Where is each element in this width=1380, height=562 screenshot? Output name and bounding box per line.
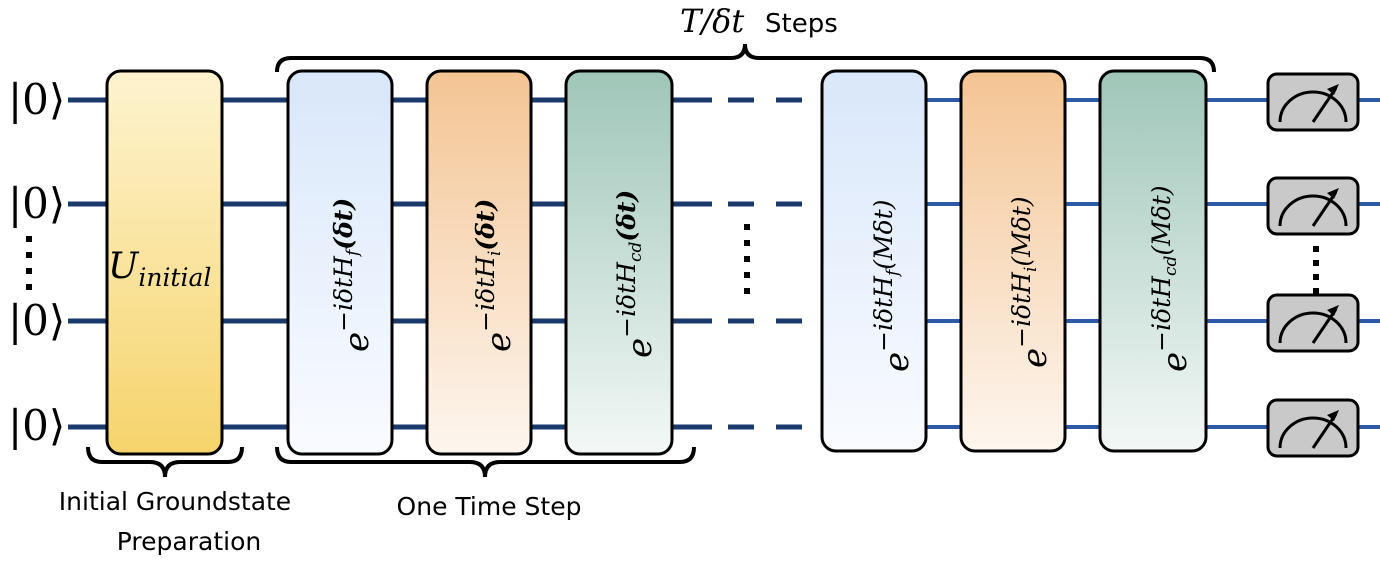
final-gate-i-arg: (Mδt) <box>1007 196 1036 266</box>
label-initial-line1: Initial Groundstate <box>59 487 291 516</box>
step-gate-i-exp: −iδtH <box>471 255 500 332</box>
meter-icon <box>1278 311 1348 344</box>
step-gate-cd-arg: (δt) <box>612 190 641 242</box>
final-gate-f-exp: −iδtH <box>869 275 898 352</box>
step-gate-cd-e: e <box>620 338 660 358</box>
step-gate-f: e−iδtHf(δt) <box>286 69 394 456</box>
bottom-brace-step <box>275 446 696 478</box>
label-one-step: One Time Step <box>397 492 582 521</box>
step-gate-i: e−iδtHi(δt) <box>425 69 533 456</box>
final-gate-cd-sub: cd <box>1161 256 1181 277</box>
svg-text:e−iδtHcd(δt): e−iδtHcd(δt) <box>612 190 660 358</box>
top-brace <box>275 43 1216 73</box>
initial-gate: Uinitial <box>105 69 224 456</box>
top-label-text: Steps <box>765 9 838 39</box>
svg-text:e−iδtHi(δt): e−iδtHi(δt) <box>471 199 519 352</box>
final-gate-cd: e−iδtHcd(Mδt) <box>1098 69 1208 453</box>
final-gate-f-arg: (Mδt) <box>869 200 898 270</box>
label-initial-line2: Preparation <box>117 527 261 556</box>
ket-2: |0⟩ <box>8 179 65 228</box>
meter-icon <box>1278 90 1348 123</box>
step-gate-cd: e−iδtHcd(δt) <box>564 69 674 456</box>
step-gate-i-arg: (δt) <box>471 199 500 251</box>
final-gate-cd-arg: (Mδt) <box>1147 185 1176 255</box>
middle-vertical-dots <box>744 224 750 294</box>
top-label-math: T/δt <box>680 2 744 40</box>
step-gate-cd-exp: −iδtH <box>612 261 641 338</box>
meter-icon <box>1278 194 1348 227</box>
measurement-1 <box>1266 72 1360 132</box>
step-gate-f-e: e <box>337 332 377 352</box>
final-gate-cd-e: e <box>1155 352 1195 372</box>
left-vertical-dots <box>26 236 32 290</box>
final-gate-cd-exp: −iδtH <box>1147 275 1176 352</box>
ket-1: |0⟩ <box>8 75 65 124</box>
final-gate-f-e: e <box>877 352 917 372</box>
final-gate-i-sub: i <box>1021 267 1041 272</box>
wires-dashed <box>728 97 822 430</box>
final-gate-f-sub: f <box>883 267 903 278</box>
step-gate-f-sub: f <box>343 247 363 258</box>
initial-gate-sub: initial <box>138 263 211 292</box>
svg-text:e−iδtHi(Mδt): e−iδtHi(Mδt) <box>1007 196 1055 368</box>
step-gate-f-exp: −iδtH <box>329 255 358 332</box>
ket-3: |0⟩ <box>8 296 65 345</box>
final-gate-i-e: e <box>1015 348 1055 368</box>
meter-icon <box>1278 416 1348 449</box>
svg-text:e−iδtHcd(Mδt): e−iδtHcd(Mδt) <box>1147 185 1195 372</box>
measurement-2 <box>1266 176 1360 236</box>
measurement-4 <box>1266 398 1360 458</box>
svg-text:e−iδtHf(δt): e−iδtHf(δt) <box>329 198 377 352</box>
svg-text:e−iδtHf(Mδt): e−iδtHf(Mδt) <box>869 200 917 372</box>
initial-gate-base: U <box>108 246 140 287</box>
measurement-3 <box>1266 293 1360 353</box>
bottom-brace-initial <box>86 446 244 478</box>
step-gate-i-e: e <box>479 332 519 352</box>
ket-4: |0⟩ <box>8 401 65 450</box>
final-gate-f: e−iδtHf(Mδt) <box>820 69 928 453</box>
right-vertical-dots <box>1313 246 1319 294</box>
step-gate-cd-sub: cd <box>626 242 646 263</box>
final-gate-i: e−iδtHi(Mδt) <box>959 69 1067 453</box>
step-gate-f-arg: (δt) <box>329 198 358 250</box>
final-gate-i-exp: −iδtH <box>1007 271 1036 348</box>
svg-text:Uinitial: Uinitial <box>108 246 211 292</box>
step-gate-i-sub: i <box>485 251 505 256</box>
